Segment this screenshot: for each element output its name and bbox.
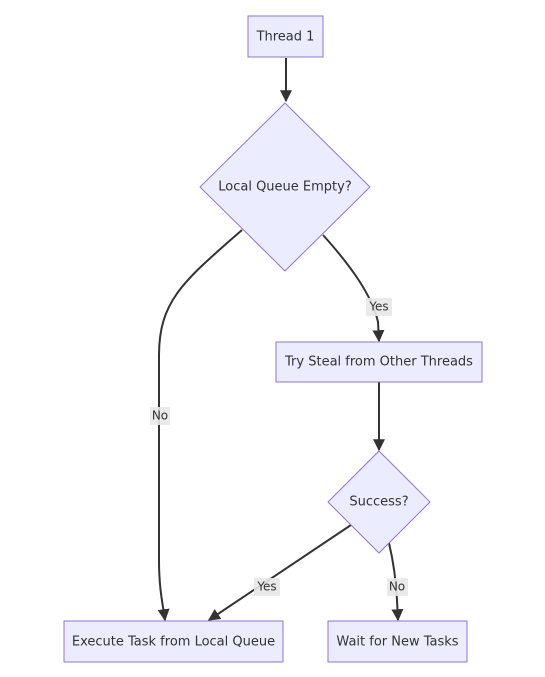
node-label-thread1: Thread 1 [256,30,315,45]
node-thread1: Thread 1 [247,15,324,58]
node-execute-task: Execute Task from Local Queue [63,620,284,663]
edge-label-yes-top: Yes [366,298,392,316]
edge-label-text: Yes [256,580,276,594]
node-label-execute-task: Execute Task from Local Queue [72,635,275,650]
edge-label-yes-bottom: Yes [254,578,280,596]
edge-label-no-right: No [387,578,408,596]
node-local-queue-empty: Local Queue Empty? [199,102,371,272]
edges [157,58,404,622]
edge-local-queue-empty-to-execute-task [157,229,243,622]
edge-success-to-wait-tasks [388,542,404,622]
node-success: Success? [327,450,431,554]
edge-local-queue-empty-to-try-steal [322,234,385,343]
edge-label-text: Yes [368,300,388,314]
edge-labels: No Yes Yes No [150,298,408,596]
node-label-success: Success? [349,495,408,510]
node-label-local-queue-empty: Local Queue Empty? [218,180,352,195]
edge-success-to-execute-task [208,524,352,621]
node-wait-tasks: Wait for New Tasks [327,620,468,663]
node-label-try-steal: Try Steal from Other Threads [284,355,473,370]
nodes: Thread 1 Local Queue Empty? Try Steal fr… [63,15,483,663]
node-label-wait-tasks: Wait for New Tasks [336,635,458,650]
edge-label-text: No [389,580,405,594]
edge-label-no-left: No [150,407,170,425]
node-try-steal: Try Steal from Other Threads [275,341,483,383]
edge-label-text: No [152,409,168,423]
